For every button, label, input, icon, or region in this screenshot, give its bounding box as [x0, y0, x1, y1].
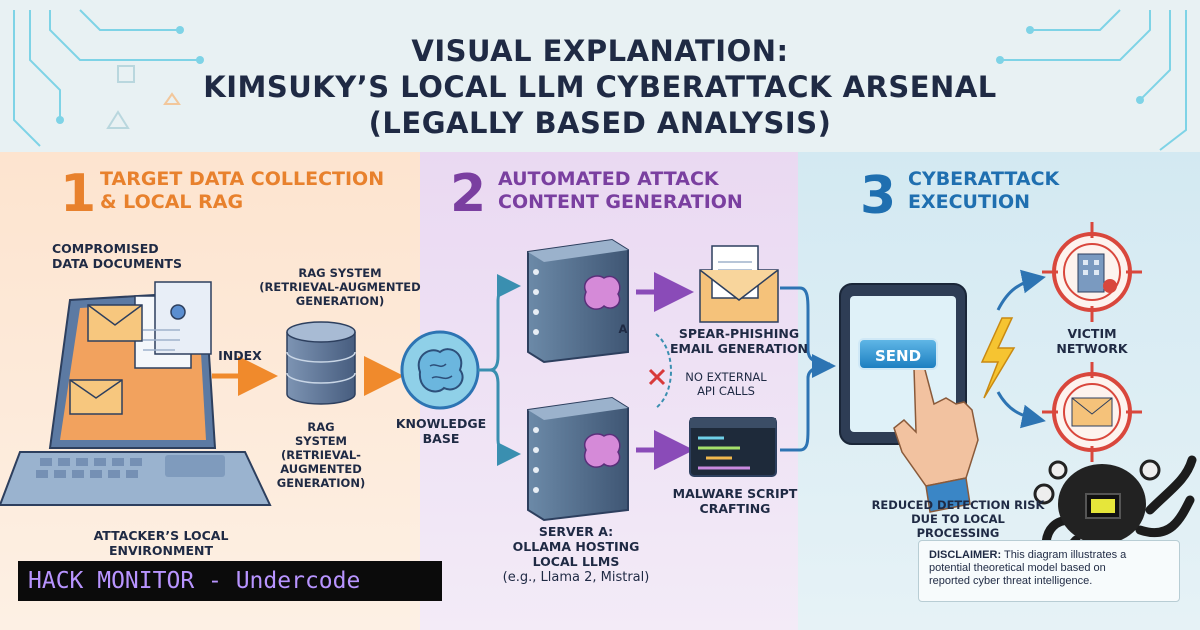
send-button[interactable]: SEND — [858, 338, 938, 370]
stage-3-number: 3 — [860, 166, 897, 226]
stage-2-number: 2 — [450, 164, 487, 224]
disclaimer-label: DISCLAIMER: — [929, 549, 1002, 561]
lightning-icon — [980, 317, 1016, 399]
disclaimer-text-2: potential theoretical model based on — [929, 562, 1106, 574]
diagram-title-line-1: VISUAL EXPLANATION: — [411, 34, 789, 68]
index-label: INDEX — [218, 348, 262, 363]
disclaimer-text-1: This diagram illustrates a — [1003, 549, 1127, 561]
database-icon — [286, 321, 356, 405]
server-icon — [527, 238, 629, 364]
code-window-icon — [689, 417, 777, 477]
stage-1-title: TARGET DATA COLLECTION& LOCAL RAG — [100, 168, 385, 213]
server-models-label: (e.g., Llama 2, Mistral) — [502, 570, 650, 585]
disclaimer-box: DISCLAIMER: This diagram illustrates a p… — [918, 540, 1180, 602]
brain-icon — [400, 330, 480, 410]
phishing-email-icon — [699, 245, 779, 323]
diagram-title-line-2: KIMSUKY’S LOCAL LLM CYBERATTACK ARSENAL — [203, 70, 997, 104]
document-icon — [134, 281, 212, 369]
diagram-title-line-3: (LEGALLY BASED ANALYSIS) — [368, 106, 832, 140]
stage-1-number: 1 — [60, 164, 97, 224]
server-tag-label: A — [618, 322, 628, 336]
stage-2-panel — [420, 152, 798, 630]
circuit-decoration — [13, 9, 1187, 151]
victim-email-icon — [1042, 362, 1142, 462]
victim-network-icon — [1042, 222, 1142, 322]
blocked-icon — [648, 368, 666, 386]
disclaimer-text-3: reported cyber threat intelligence. — [929, 575, 1093, 587]
pointing-hand-icon — [893, 365, 979, 513]
server-icon — [527, 396, 629, 522]
hack-monitor-badge: HACK MONITOR - Undercode — [18, 561, 442, 601]
envelope-icon — [69, 304, 143, 415]
